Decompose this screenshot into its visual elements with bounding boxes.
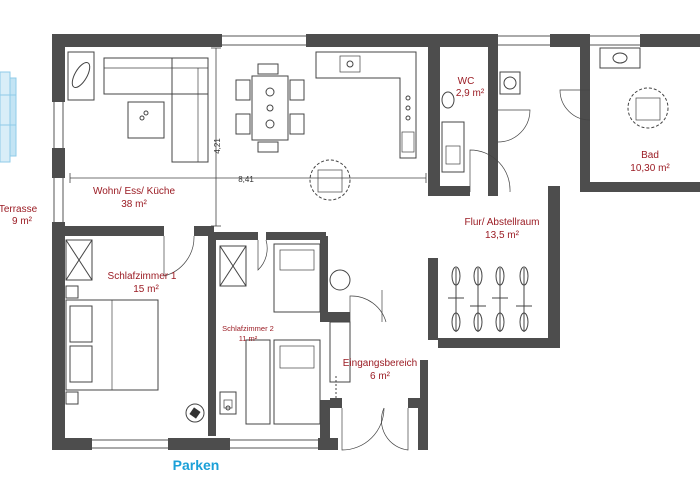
wc-area: 2,9 m² [456,88,485,99]
living-furniture [67,51,417,201]
bedroom2-furniture [219,243,321,425]
width-dimension: 8,41 [238,175,254,184]
bedroom2-area: 11 m² [239,334,258,343]
walls [52,34,700,450]
parking-label: Parken [173,457,220,473]
bedroom2-name: Schlafzimmer 2 [222,324,274,333]
doors [163,89,591,451]
bath-name: Bad [641,150,659,161]
bedroom1-area: 15 m² [133,284,159,295]
terrace-name: Terrasse [0,204,38,215]
bath-fixtures [599,47,669,129]
bedroom1-furniture [65,239,205,423]
wc-fixtures [441,91,465,173]
bath-area: 10,30 m² [630,163,670,174]
terrace-area: 9 m² [12,216,33,227]
entrance-area: 6 m² [370,371,391,382]
bicycle-storage [448,266,532,332]
living-area: 38 m² [121,199,147,210]
terrace-railing [0,71,17,163]
windows [53,35,640,449]
bedroom1-name: Schlafzimmer 1 [108,271,177,282]
hall-area: 13,5 m² [485,230,520,241]
hall-fixtures [499,71,521,95]
hall-name: Flur/ Abstellraum [464,217,539,228]
depth-dimension: 4,21 [213,138,222,154]
entrance-name: Eingangsbereich [343,358,418,369]
wc-name: WC [458,76,475,87]
entrance-fixtures [329,269,351,398]
living-name: Wohn/ Ess/ Küche [93,186,176,197]
dimension-lines [69,47,427,227]
